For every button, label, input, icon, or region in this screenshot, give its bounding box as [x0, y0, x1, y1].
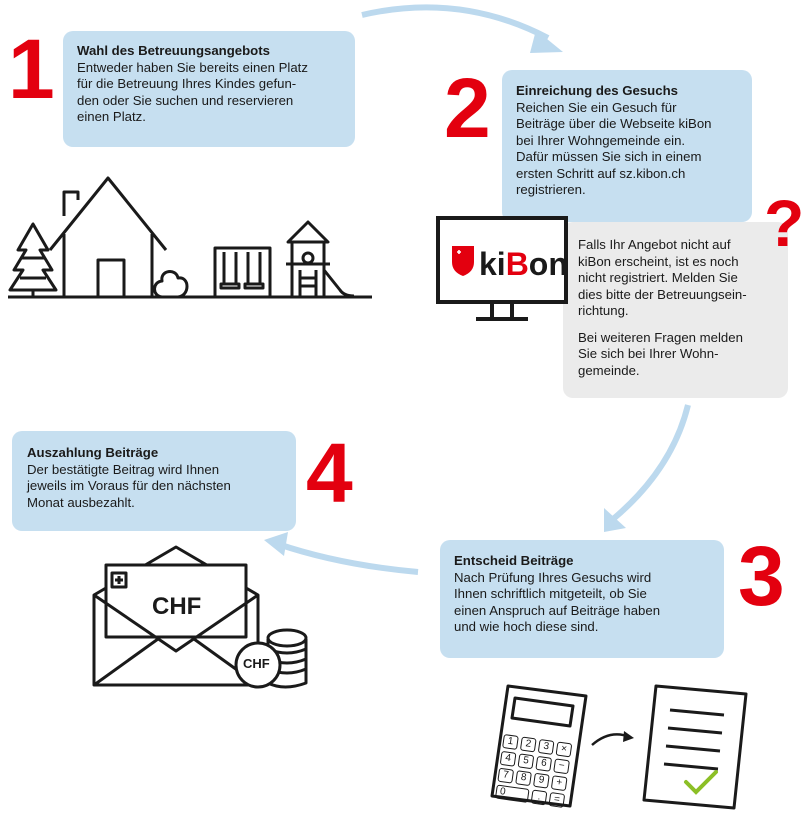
step-3-line: Ihnen schriftlich mitgeteilt, ob Sie: [454, 586, 647, 601]
calculator-key: +: [550, 775, 568, 792]
house-playground-illustration: [8, 176, 372, 299]
step-4-line: Der bestätigte Beitrag wird Ihnen: [27, 461, 220, 477]
step-3-number: 3: [738, 529, 785, 623]
banknote-label: CHF: [152, 593, 202, 620]
help-line: nicht registriert. Melden Sie: [578, 270, 738, 285]
tree-icon: [8, 222, 58, 297]
step-1-line: Entweder haben Sie bereits einen Platz: [77, 59, 308, 75]
arrow-1-to-2: [361, 4, 550, 41]
help-line: gemeinde.: [578, 362, 640, 378]
step-1-box: Wahl des Betreuungsangebots Entweder hab…: [63, 31, 355, 147]
step-3-title: Entscheid Beiträge: [454, 553, 574, 568]
step-2-line: ersten Schritt auf sz.kibon.ch: [516, 165, 686, 181]
small-arrow-icon: [591, 731, 634, 746]
step-3-line: und wie hoch diese sind.: [454, 619, 599, 634]
kibon-logo: kiBon: [479, 246, 568, 282]
calculator-key: 1: [502, 734, 519, 750]
calculator-key: 8: [515, 770, 532, 787]
help-line: Falls Ihr Angebot nicht auf: [578, 237, 731, 252]
step-4-title: Auszahlung Beiträge: [27, 445, 159, 460]
step-2-line: Dafür müssen Sie sich in einem: [516, 149, 702, 164]
help-box: Falls Ihr Angebot nicht auf kiBon ersche…: [563, 222, 788, 398]
help-line: Sie sich bei Ihrer Wohn-: [578, 346, 719, 361]
step-4-number: 4: [306, 426, 353, 520]
kibon-logo-part: on: [528, 246, 568, 282]
help-line: richtung.: [578, 303, 629, 318]
calculator-key: ×: [555, 741, 573, 758]
step-3-line: einen Anspruch auf Beiträge haben: [454, 602, 661, 618]
step-4-line: jeweils im Voraus für den nächsten: [27, 478, 231, 493]
step-1-line: den oder Sie suchen und reservieren: [77, 92, 294, 108]
envelope-money-icon: [92, 545, 308, 689]
step-2-number: 2: [444, 61, 491, 155]
step-2-box: Einreichung des Gesuchs Reichen Sie ein …: [502, 70, 752, 222]
monitor-icon: [436, 216, 568, 321]
help-paragraph-2: Bei weiteren Fragen melden Sie sich bei …: [578, 330, 774, 380]
swing-icon: [213, 246, 272, 297]
bush-icon: [153, 270, 189, 299]
calculator-key: 9: [532, 772, 550, 789]
step-4-box: Auszahlung Beiträge Der bestätigte Beitr…: [12, 431, 296, 531]
question-mark-icon: ?: [764, 186, 805, 260]
step-4-line: Monat ausbezahlt.: [27, 494, 135, 510]
calculator-keypad: 1 2 3 × 4 5 6 − 7 8 9 + 0 . =: [494, 734, 585, 810]
calculator-key: 2: [519, 736, 537, 753]
kibon-logo-part: ki: [479, 246, 506, 282]
checkmark-icon: [684, 770, 718, 795]
calculator-key: 4: [499, 750, 517, 767]
calculator-key: 5: [517, 753, 535, 770]
step-1-title: Wahl des Betreuungsangebots: [77, 43, 270, 58]
calculator-key: 7: [497, 767, 515, 784]
calculator-key: 3: [537, 739, 555, 755]
step-3-box: Entscheid Beiträge Nach Prüfung Ihres Ge…: [440, 540, 724, 658]
kibon-logo-b: B: [505, 246, 529, 282]
step-3-line: Nach Prüfung Ihres Gesuchs wird: [454, 569, 652, 585]
calculator-key: −: [553, 758, 570, 775]
step-2-line: bei Ihrer Wohngemeinde ein.: [516, 132, 686, 148]
help-line: Bei weiteren Fragen melden: [578, 329, 743, 345]
keypad-grid: 1 2 3 × 4 5 6 − 7 8 9 + 0 . =: [494, 734, 585, 810]
step-1-line: einen Platz.: [77, 109, 146, 124]
calculator-key: 6: [535, 755, 553, 772]
calculator-key: .: [530, 789, 548, 806]
step-2-line: Beiträge über die Webseite kiBon: [516, 116, 712, 131]
playground-tower-icon: [286, 220, 355, 298]
calculator-icon: [490, 684, 588, 808]
shield-icon: [452, 246, 474, 276]
help-paragraph-1: Falls Ihr Angebot nicht auf kiBon ersche…: [578, 237, 774, 320]
calculator-key: =: [548, 792, 566, 808]
step-2-title: Einreichung des Gesuchs: [516, 83, 678, 98]
arrow-3-to-4: [277, 541, 419, 575]
arrow-2-to-3: [610, 404, 691, 523]
step-2-line: registrieren.: [516, 182, 586, 197]
coin-label: CHF: [243, 656, 270, 671]
help-line: dies bitte der Betreuungsein-: [578, 286, 747, 302]
help-line: kiBon erscheint, ist es noch: [578, 253, 739, 269]
step-1-line: für die Betreuung Ihres Kindes gefun-: [77, 76, 297, 91]
approved-document-icon: [642, 684, 748, 810]
house-icon: [48, 176, 168, 299]
step-2-line: Reichen Sie ein Gesuch für: [516, 99, 677, 115]
step-1-number: 1: [8, 22, 55, 116]
